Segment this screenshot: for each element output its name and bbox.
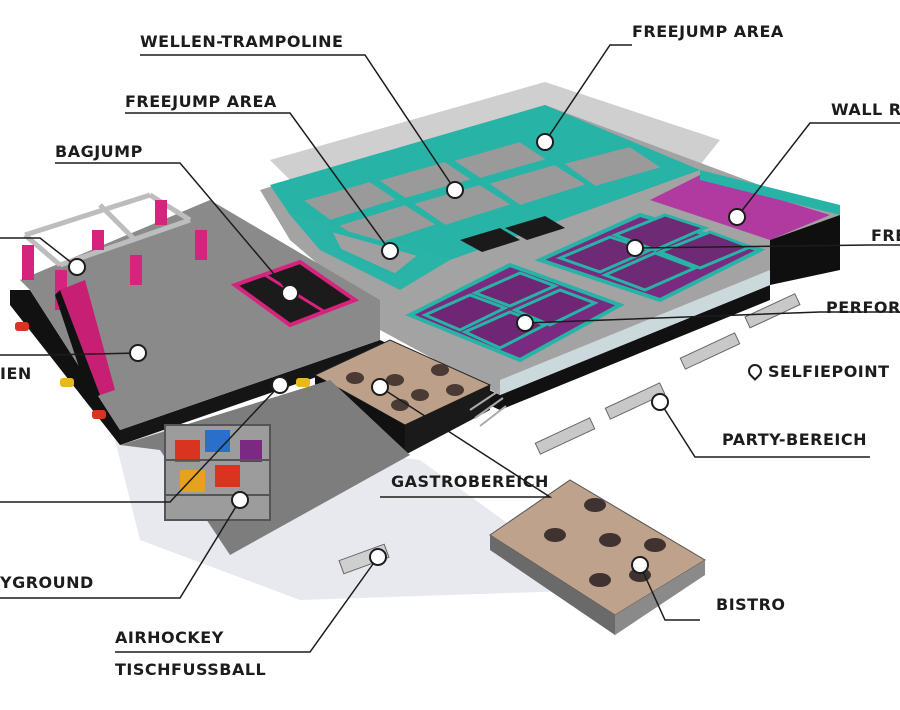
- marker-wall-run[interactable]: [728, 208, 746, 226]
- party-benches: [534, 293, 801, 455]
- leader-lines: [0, 44, 900, 653]
- label-tischfussball: TISCHFUSSBALL: [115, 660, 267, 679]
- back-wall: [270, 82, 720, 180]
- marker-gastrobereich[interactable]: [371, 378, 389, 396]
- hall-base-front: [120, 340, 380, 445]
- label-playground: YGROUND: [0, 573, 94, 592]
- label-freejump-top: FREEJUMP AREA: [632, 22, 784, 41]
- truss-structure: [23, 192, 192, 268]
- label-performance: PERFOR: [826, 298, 900, 317]
- marker-freejump-right[interactable]: [626, 239, 644, 257]
- marker-performance[interactable]: [516, 314, 534, 332]
- marker-playground[interactable]: [231, 491, 249, 509]
- pit-squares: [460, 216, 565, 252]
- label-bagjump: BAGJUMP: [55, 142, 143, 161]
- gastro-platform-base-right: [405, 385, 490, 455]
- location-pin-icon: [745, 361, 765, 381]
- label-wellen-trampoline: WELLEN-TRAMPOLINE: [140, 32, 344, 51]
- marker-freejump-left[interactable]: [381, 242, 399, 260]
- marker-wellen-trampoline[interactable]: [446, 181, 464, 199]
- label-freejump-right: FRE: [871, 226, 900, 245]
- label-wall-run: WALL RU: [831, 100, 900, 119]
- marker-bistro[interactable]: [631, 556, 649, 574]
- stairs: [469, 389, 507, 427]
- label-gastrobereich: GASTROBEREICH: [391, 472, 549, 491]
- marker-ninja[interactable]: [129, 344, 147, 362]
- marker-party-bereich[interactable]: [651, 393, 669, 411]
- bistro-platform-base: [490, 535, 615, 635]
- label-freejump-left: FREEJUMP AREA: [125, 92, 277, 111]
- gastro-tables: [346, 364, 464, 411]
- marker-truss[interactable]: [68, 258, 86, 276]
- glass-railing: [500, 270, 770, 395]
- playground-structure: [164, 424, 271, 521]
- label-party-bereich: PARTY-BEREICH: [722, 430, 867, 449]
- label-ien: IEN: [0, 364, 32, 383]
- wall-run-wall: [700, 170, 840, 215]
- bistro-platform-base-right: [615, 560, 705, 635]
- performance-beds: [421, 271, 599, 350]
- ride-cars: [15, 322, 310, 419]
- marker-freejump-top[interactable]: [536, 133, 554, 151]
- label-selfiepoint-wrap: SELFIEPOINT: [745, 361, 890, 382]
- marker-bagjump[interactable]: [281, 284, 299, 302]
- ninja-wall: [60, 280, 115, 395]
- label-selfiepoint: SELFIEPOINT: [768, 362, 890, 381]
- label-airhockey: AIRHOCKEY: [115, 628, 224, 647]
- marker-airhockey[interactable]: [369, 548, 387, 566]
- wellen-trampoline-beds: [295, 137, 670, 251]
- ninja-wall-side: [55, 290, 100, 400]
- marker-ride[interactable]: [271, 376, 289, 394]
- wall-run-block: [770, 215, 840, 285]
- wall-run-area: [650, 175, 830, 240]
- hall-base: [10, 290, 120, 445]
- label-bistro: BISTRO: [716, 595, 786, 614]
